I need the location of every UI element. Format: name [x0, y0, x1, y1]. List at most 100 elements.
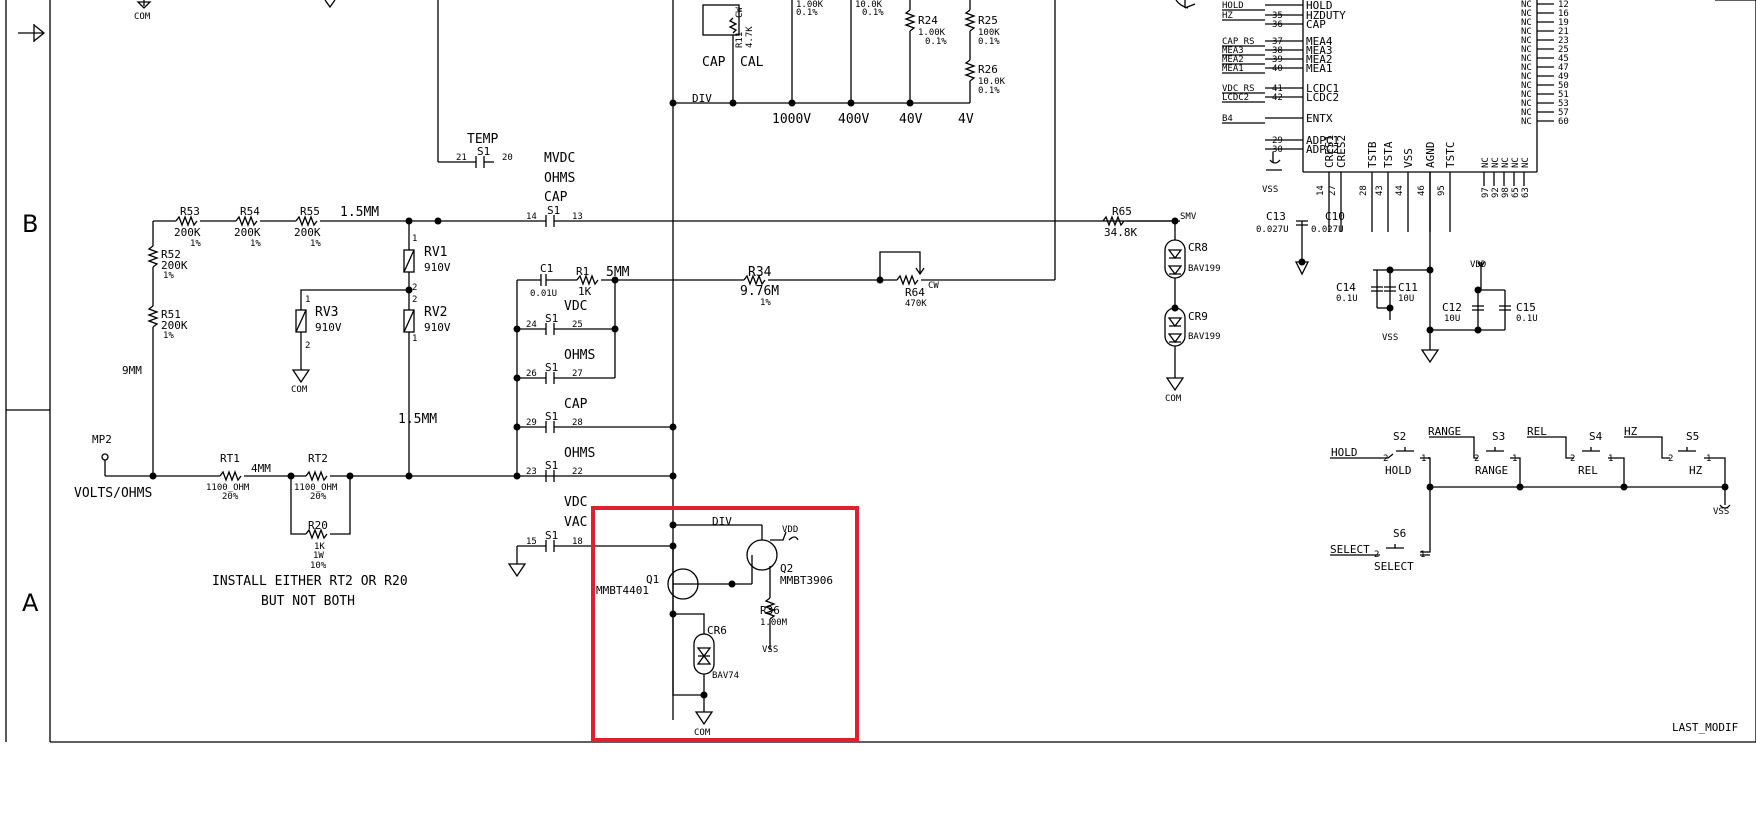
svg-text:1.00K: 1.00K — [796, 0, 824, 10]
svg-text:20%: 20% — [310, 492, 327, 502]
ic-pin-number: 35 — [1272, 11, 1283, 21]
svg-text:9MM: 9MM — [122, 364, 142, 377]
zone-b-label: B — [22, 210, 38, 238]
svg-text:1: 1 — [412, 334, 417, 344]
ic-pin-number: 98 — [1501, 187, 1511, 198]
ic-nc-pin: NC — [1521, 27, 1532, 37]
svg-text:2: 2 — [412, 295, 417, 305]
svg-text:1%: 1% — [190, 239, 201, 249]
svg-text:1100_OHM: 1100_OHM — [206, 483, 250, 493]
svg-text:1100_OHM: 1100_OHM — [294, 483, 338, 493]
ic-pin-name: LCDC2 — [1306, 91, 1339, 104]
svg-text:S4: S4 — [1589, 430, 1603, 443]
svg-text:CR6: CR6 — [707, 624, 727, 637]
svg-text:R64: R64 — [905, 286, 925, 299]
svg-text:Q2: Q2 — [780, 562, 793, 575]
ic-pin-number: 38 — [1272, 46, 1283, 56]
vdd-symbol-c12 — [1477, 261, 1485, 290]
com-ground-rv3 — [291, 369, 311, 384]
ic-pin-number: 40 — [1272, 64, 1283, 74]
svg-text:HZ: HZ — [1689, 464, 1703, 477]
svg-text:910V: 910V — [315, 321, 342, 334]
com-ground-smv — [1165, 377, 1185, 392]
svg-text:0.01U: 0.01U — [530, 289, 557, 299]
r24-resistor — [904, 9, 916, 32]
svg-text:1: 1 — [305, 295, 310, 305]
ic-nc-pin: NC — [1521, 117, 1532, 127]
ic-nc-pin: NC — [1491, 157, 1501, 168]
ic-pin-number: 25 — [1558, 45, 1569, 55]
svg-text:REL: REL — [1527, 425, 1547, 438]
ic-net-label: MEA2 — [1222, 55, 1244, 65]
drawing-frame: B A LAST_MODIF — [5, 0, 1756, 743]
svg-text:200K: 200K — [234, 226, 261, 239]
svg-text:1%: 1% — [163, 271, 174, 281]
svg-text:R54: R54 — [240, 205, 260, 218]
ic-pin-number: 44 — [1395, 185, 1405, 196]
svg-text:C11: C11 — [1398, 281, 1418, 294]
svg-text:S1: S1 — [477, 145, 490, 158]
svg-text:COM: COM — [291, 385, 308, 395]
volts-ohms-input-label: VOLTS/OHMS — [74, 486, 152, 501]
ic-pin-number: 28 — [1359, 185, 1369, 196]
ic-pin-number: 46 — [1417, 185, 1427, 196]
ic-pin-number: 37 — [1272, 37, 1283, 47]
ic-pin-number: 65 — [1511, 187, 1521, 198]
ic-nc-pin: NC — [1521, 18, 1532, 28]
ic-net-label: B4 — [1222, 114, 1233, 124]
c12-capacitor — [1472, 305, 1484, 311]
svg-text:COM: COM — [1165, 394, 1182, 404]
ic-pin-number: 63 — [1521, 187, 1531, 198]
s2-switch — [1396, 447, 1414, 452]
arrow-marker-icon — [18, 24, 46, 42]
svg-text:HOLD: HOLD — [1385, 464, 1412, 477]
ic-pin-number: 51 — [1558, 90, 1569, 100]
svg-text:23: 23 — [526, 467, 537, 477]
ic-bottom-pins: CRES114CRES227TSTB28TSTA43VSS44AGND46TST… — [1316, 135, 1531, 232]
ic-net-label: MEA3 — [1222, 46, 1244, 56]
ic-pin-number: 27 — [1328, 185, 1338, 196]
svg-text:10.0K: 10.0K — [978, 77, 1006, 87]
svg-text:R25: R25 — [978, 14, 998, 27]
svg-text:24: 24 — [526, 320, 537, 330]
svg-text:VDC: VDC — [564, 495, 587, 510]
svg-text:CR9: CR9 — [1188, 310, 1208, 323]
svg-text:0.1U: 0.1U — [1516, 314, 1538, 324]
mp2-test-point — [101, 453, 109, 461]
ic-nc-pin: NC — [1521, 9, 1532, 19]
ic-pin-name: CAP — [1306, 18, 1326, 31]
r51-resistor — [147, 305, 159, 328]
svg-text:RANGE: RANGE — [1428, 425, 1461, 438]
svg-text:S1: S1 — [545, 312, 558, 325]
ic-nc-pin: NC — [1521, 157, 1531, 168]
smv-branch: R65 34.8K SMV CR8 BAV199 CR9 BAV199 COM — [1102, 205, 1221, 404]
r65-resistor — [1102, 215, 1125, 227]
ic-pin-name: CRES2 — [1335, 135, 1348, 168]
svg-text:1%: 1% — [760, 298, 771, 308]
ic-pin-number: 36 — [1272, 20, 1283, 30]
vss-symbol-c13 — [1266, 152, 1282, 171]
svg-text:HOLD: HOLD — [1331, 446, 1358, 459]
svg-text:SELECT: SELECT — [1374, 560, 1414, 573]
svg-text:2: 2 — [412, 283, 417, 293]
svg-text:R20: R20 — [308, 519, 328, 532]
svg-text:OHMS: OHMS — [564, 348, 595, 363]
ic-nc-pin: NC — [1521, 90, 1532, 100]
ic-pin-number: 19 — [1558, 18, 1569, 28]
ic-pin-number: 21 — [1558, 27, 1569, 37]
svg-text:CAP: CAP — [564, 397, 588, 412]
r64-potentiometer — [896, 274, 919, 286]
svg-text:CAP: CAP — [544, 190, 568, 205]
ic-pin-name: HZDUTY — [1306, 9, 1346, 22]
ic-pin-number: 50 — [1558, 81, 1569, 91]
svg-text:VSS: VSS — [1262, 185, 1278, 195]
svg-text:R26: R26 — [978, 63, 998, 76]
svg-text:0.1%: 0.1% — [862, 8, 884, 18]
svg-text:S1: S1 — [547, 204, 560, 217]
ground-agnd — [1420, 349, 1440, 364]
rt1-thermistor — [219, 470, 242, 482]
c13-capacitor — [1296, 220, 1308, 226]
svg-text:2: 2 — [1374, 550, 1379, 560]
svg-text:MP2: MP2 — [92, 433, 112, 446]
